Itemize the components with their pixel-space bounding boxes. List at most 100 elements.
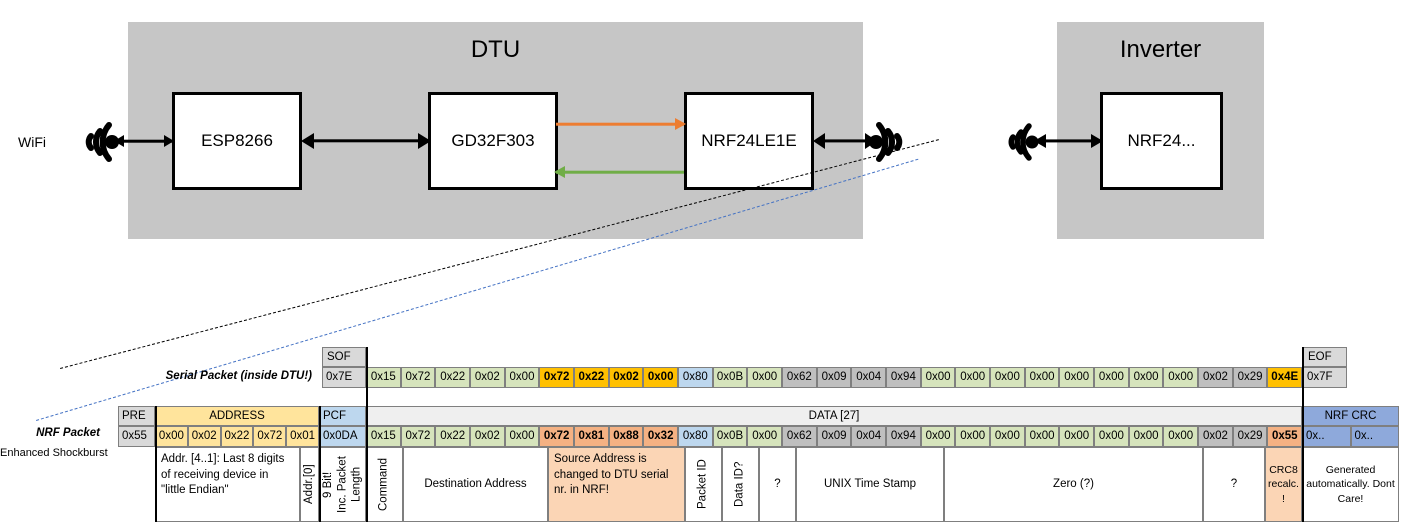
chip-esp8266-label: ESP8266 xyxy=(201,131,273,150)
annotation-source-address-desc: Source Address is changed to DTU serial … xyxy=(548,447,685,522)
nrf-pcf-header: PCF xyxy=(319,406,366,426)
nrf-byte-15: 0x94 xyxy=(886,426,921,447)
annotation-crc-generated: Generated automatically. Dont Care! xyxy=(1302,447,1399,522)
nrf-pre-header: PRE xyxy=(118,406,155,426)
serial-byte-1: 0x72 xyxy=(400,367,436,388)
nrf-divider-addr xyxy=(319,406,321,522)
serial-byte-20: 0x00 xyxy=(1059,367,1095,388)
inverter-enclosure: Inverter xyxy=(1057,22,1264,239)
annotation-zero: Zero (?) xyxy=(944,447,1203,522)
chip-nrf24le1e: NRF24LE1E xyxy=(684,92,814,190)
serial-byte-3: 0x02 xyxy=(470,367,505,388)
nrf-byte-21: 0x00 xyxy=(1094,426,1129,447)
nrf-pcf-value: 0x0DA xyxy=(319,426,366,447)
nrf-byte-12: 0x62 xyxy=(782,426,817,447)
annotation-unknown-1: ? xyxy=(759,447,796,522)
nrf-divider-pre xyxy=(155,406,157,522)
nrf-byte-1: 0x72 xyxy=(400,426,436,447)
serial-byte-18: 0x00 xyxy=(990,367,1025,388)
serial-sof-value: 0x7E xyxy=(322,367,366,388)
serial-byte-17: 0x00 xyxy=(955,367,991,388)
inverter-title: Inverter xyxy=(1119,36,1202,63)
nrf-address-byte-0: 0x00 xyxy=(155,426,188,447)
chip-nrf24-inverter-label: NRF24... xyxy=(1127,131,1196,150)
nrf-data-header: DATA [27] xyxy=(366,406,1302,426)
nrf-byte-19: 0x00 xyxy=(1024,426,1060,447)
serial-byte-26: 0x4E xyxy=(1267,367,1303,388)
serial-byte-0: 0x15 xyxy=(366,367,401,388)
serial-divider-start xyxy=(366,347,368,410)
nrf-byte-23: 0x00 xyxy=(1163,426,1199,447)
nrf-packet-label: NRF Packet xyxy=(36,427,100,439)
wifi-antenna-icon xyxy=(85,122,119,162)
nrf-byte-10: 0x0B xyxy=(712,426,748,447)
wifi-label: WiFi xyxy=(18,134,46,150)
nrf-byte-5: 0x72 xyxy=(539,426,574,447)
serial-byte-7: 0x02 xyxy=(608,367,644,388)
nrf-byte-2: 0x22 xyxy=(435,426,470,447)
serial-byte-5: 0x72 xyxy=(539,367,574,388)
nrf-packet-sublabel: Enhanced Shockburst xyxy=(0,447,108,459)
nrf-crc-header: NRF CRC xyxy=(1302,406,1399,426)
chip-esp8266: ESP8266 xyxy=(172,92,302,190)
serial-packet-label: Serial Packet (inside DTU!) xyxy=(165,370,312,382)
annotation-command: Command xyxy=(366,447,403,522)
nrf-pre-value: 0x55 xyxy=(118,426,155,447)
serial-divider-end xyxy=(1302,347,1304,410)
annotation-unix-time-stamp: UNIX Time Stamp xyxy=(796,447,944,522)
serial-byte-13: 0x09 xyxy=(816,367,852,388)
chip-nrf24-inverter: NRF24... xyxy=(1100,92,1223,190)
nrf-byte-13: 0x09 xyxy=(816,426,852,447)
nrf-byte-14: 0x04 xyxy=(851,426,887,447)
nrf-byte-8: 0x32 xyxy=(643,426,679,447)
annotation-crc8: CRC8 recalc. ! xyxy=(1265,447,1302,522)
annotation-address-desc: Addr. [4..1]: Last 8 digits of receiving… xyxy=(155,447,300,522)
dtu-title: DTU xyxy=(470,36,521,63)
serial-byte-2: 0x22 xyxy=(435,367,470,388)
nrf-crc-byte-0: 0x.. xyxy=(1302,426,1351,447)
serial-byte-25: 0x29 xyxy=(1232,367,1268,388)
annotation-packet-id: Packet ID xyxy=(685,447,722,522)
nrf-address-byte-1: 0x02 xyxy=(187,426,221,447)
chip-gd32f303: GD32F303 xyxy=(428,92,558,190)
serial-byte-4: 0x00 xyxy=(504,367,540,388)
annotation-destination-address: Destination Address xyxy=(403,447,548,522)
nrf-byte-25: 0x29 xyxy=(1232,426,1268,447)
annotation-data-id: Data ID? xyxy=(722,447,759,522)
serial-byte-24: 0x02 xyxy=(1198,367,1233,388)
serial-byte-14: 0x04 xyxy=(851,367,887,388)
nrf-address-byte-2: 0x22 xyxy=(220,426,254,447)
nrf-byte-3: 0x02 xyxy=(470,426,505,447)
serial-byte-16: 0x00 xyxy=(920,367,956,388)
block-diagram: DTU Inverter ESP8266 GD32F303 NRF24LE1E … xyxy=(18,22,1264,421)
nrf-address-header: ADDRESS xyxy=(155,406,319,426)
serial-byte-12: 0x62 xyxy=(782,367,817,388)
nrf-byte-9: 0x80 xyxy=(678,426,713,447)
nrf-byte-16: 0x00 xyxy=(920,426,956,447)
chip-gd32f303-label: GD32F303 xyxy=(451,131,535,150)
serial-byte-10: 0x0B xyxy=(712,367,748,388)
nrf-byte-26: 0x55 xyxy=(1267,426,1303,447)
nrf-crc-byte-1: 0x.. xyxy=(1350,426,1399,447)
nrf-address-byte-3: 0x72 xyxy=(253,426,287,447)
nrf-byte-0: 0x15 xyxy=(366,426,401,447)
nrf-byte-22: 0x00 xyxy=(1128,426,1164,447)
serial-sof-header: SOF xyxy=(322,347,366,367)
annotation-unknown-2: ? xyxy=(1203,447,1265,522)
nrf-byte-7: 0x88 xyxy=(608,426,644,447)
nrf-byte-24: 0x02 xyxy=(1198,426,1233,447)
serial-byte-21: 0x00 xyxy=(1094,367,1129,388)
serial-byte-15: 0x94 xyxy=(886,367,921,388)
nrf-address-byte-4: 0x01 xyxy=(286,426,319,447)
serial-byte-6: 0x22 xyxy=(574,367,609,388)
annotation-addr0: Addr.[0] xyxy=(300,447,319,522)
nrf-byte-6: 0x81 xyxy=(574,426,609,447)
nrf-byte-18: 0x00 xyxy=(990,426,1025,447)
nrf-byte-20: 0x00 xyxy=(1059,426,1095,447)
serial-byte-22: 0x00 xyxy=(1128,367,1164,388)
serial-byte-23: 0x00 xyxy=(1163,367,1199,388)
chip-nrf24le1e-label: NRF24LE1E xyxy=(701,131,797,150)
nrf-divider-data xyxy=(1302,406,1304,522)
serial-byte-9: 0x80 xyxy=(678,367,713,388)
